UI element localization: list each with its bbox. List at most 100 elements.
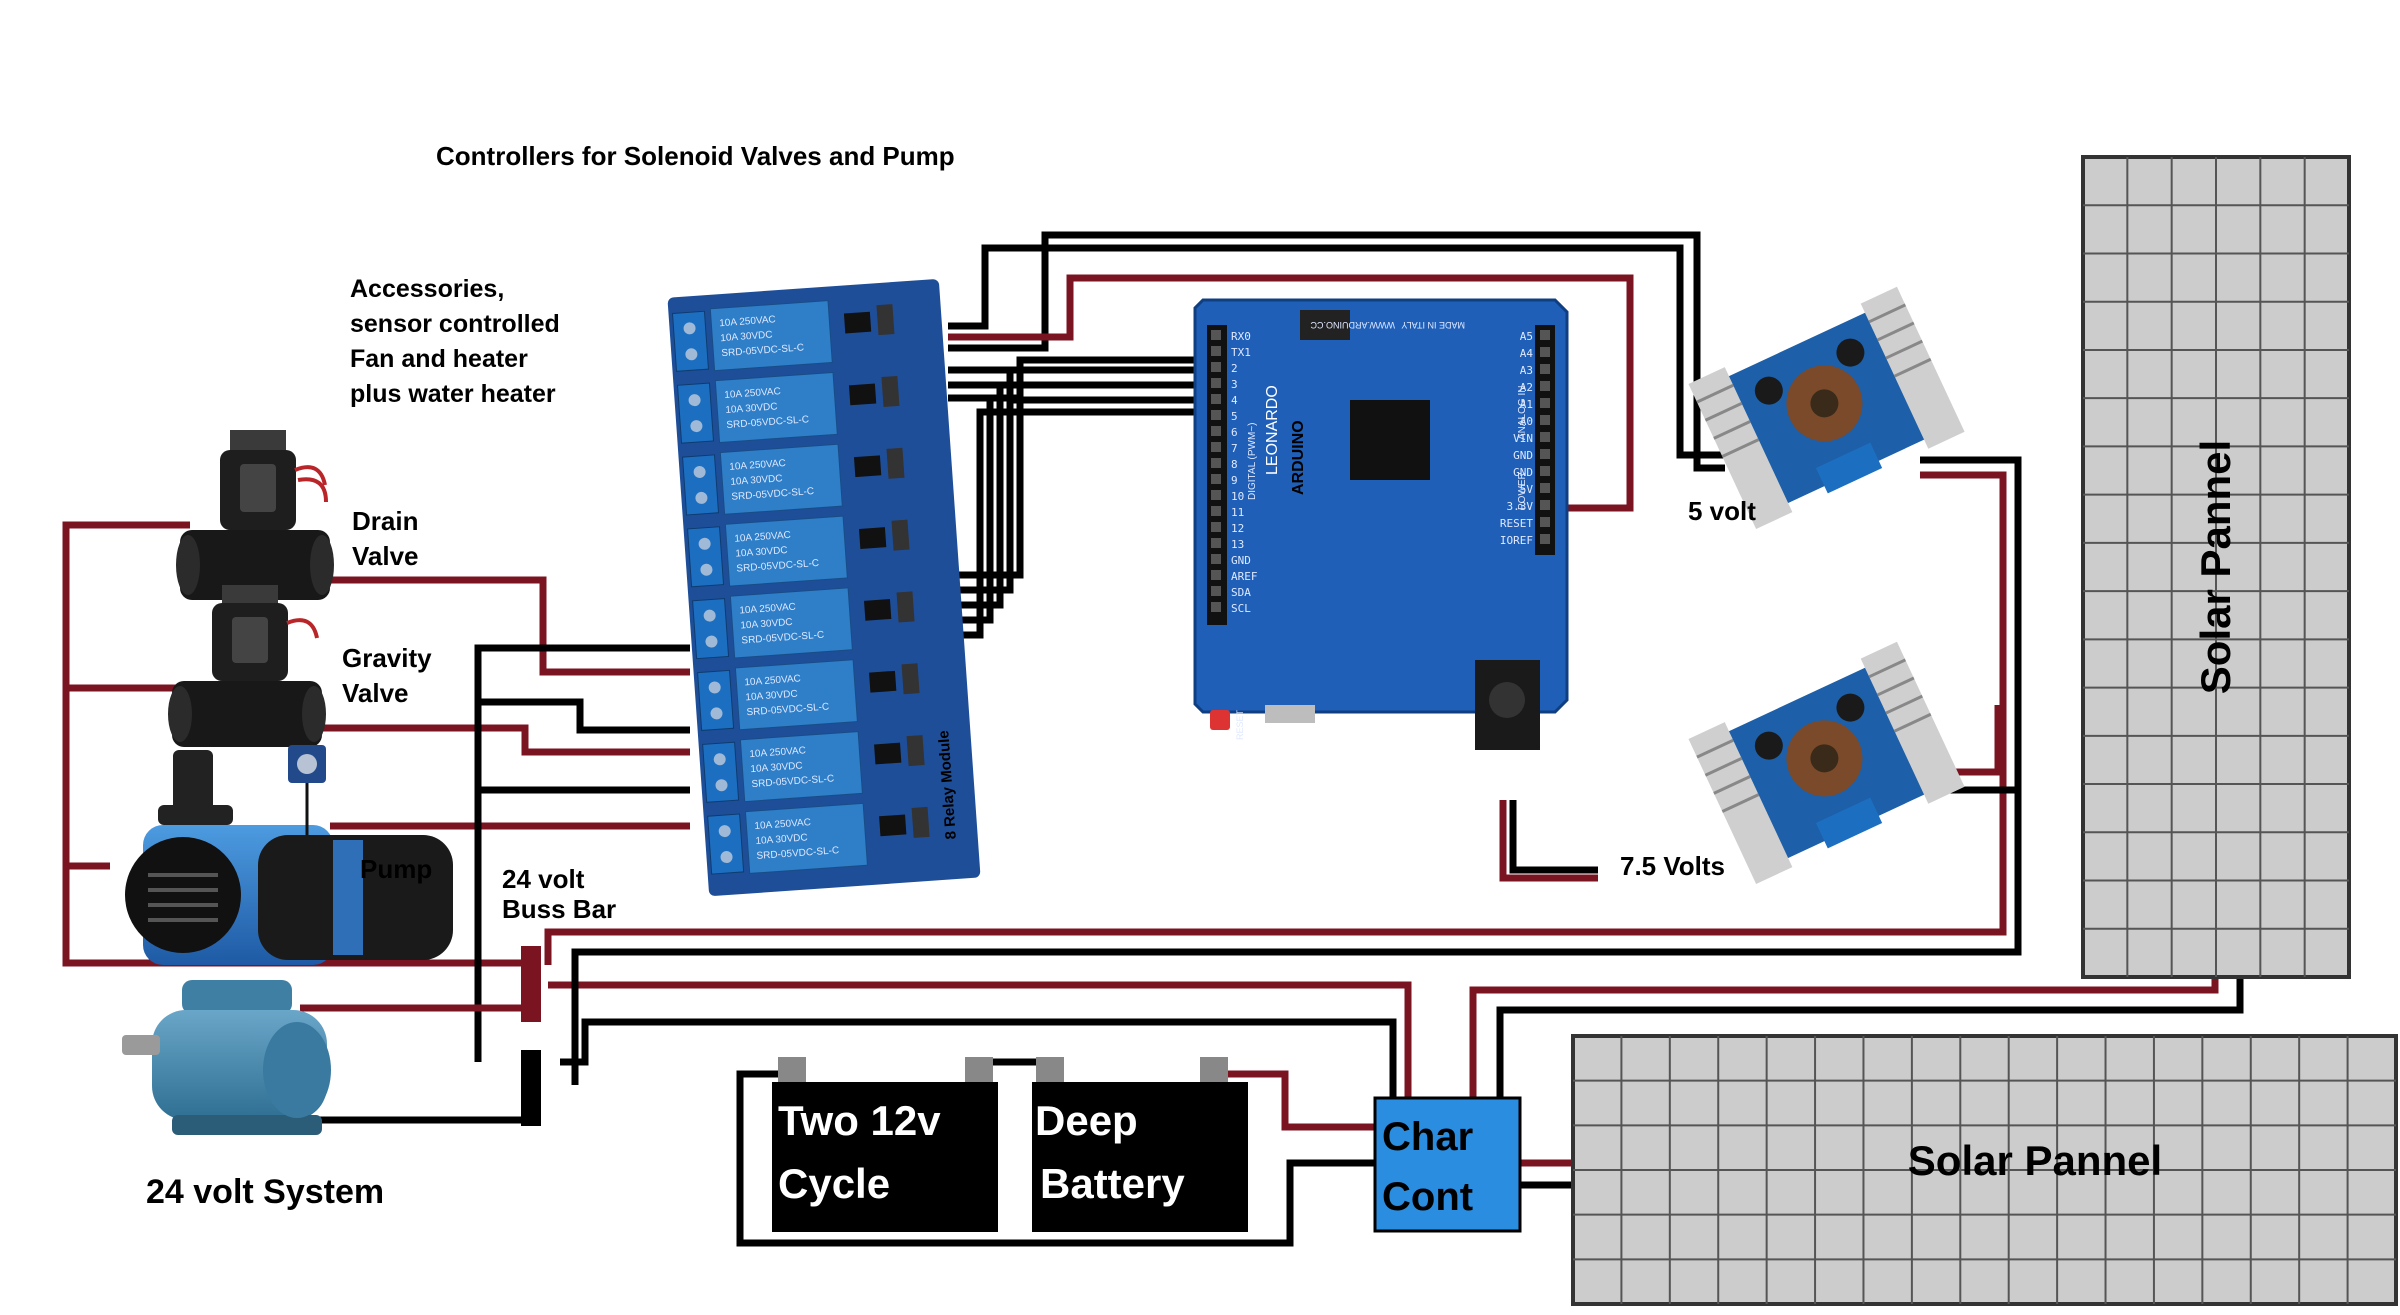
wire-drain-relay	[315, 576, 690, 676]
arduino-pin-label: RX0	[1231, 330, 1251, 343]
wire-black-relay-common-2	[478, 698, 690, 734]
relay-rating-text: 10A 30VDC	[745, 689, 798, 704]
arduino-pin-label: GND	[1231, 554, 1251, 567]
wire-black-7v5	[1509, 800, 1598, 874]
gravity-valve-image	[168, 585, 326, 747]
relay-rating-text: 10A 30VDC	[735, 545, 788, 560]
relay-rating-text: 10A 250VAC	[734, 530, 791, 545]
arduino-model: LEONARDO	[1264, 385, 1281, 475]
arduino-pin-label: 3	[1231, 378, 1238, 391]
charge-controller-line1: Char	[1382, 1115, 1473, 1159]
relay-rating-text: 10A 250VAC	[729, 458, 786, 473]
relay-rating-text: 10A 250VAC	[719, 314, 776, 329]
reset-button[interactable]	[1210, 710, 1230, 730]
wire-red-charger-solar-v	[1469, 975, 2219, 1110]
wire-gravity-relay	[305, 724, 690, 756]
relay-rating-text: 10A 30VDC	[755, 832, 808, 847]
relay-rating-text: 10A 30VDC	[730, 473, 783, 488]
wire-black-relay-gnd	[948, 244, 1725, 459]
arduino-pin-label: IOREF	[1500, 534, 1533, 547]
arduino-pin-label: SCL	[1231, 602, 1251, 615]
drain-valve-image	[176, 430, 334, 600]
wire-signal-4	[948, 370, 1014, 594]
wire-black-relay-common-1	[474, 644, 690, 1062]
buss-bar-positive	[521, 946, 541, 1022]
relay-rating-text: 10A 250VAC	[744, 673, 801, 688]
arduino-pin-label: 5	[1231, 410, 1238, 423]
arduino-made-in: MADE IN ITALY	[1401, 320, 1465, 330]
arduino-pin-label: AREF	[1231, 570, 1258, 583]
wire-red-bus-converter	[544, 471, 2007, 965]
wire-signal-7	[948, 408, 1215, 639]
arduino-pin-label: VIN	[1513, 432, 1533, 445]
relay-rating-text: 10A 30VDC	[720, 330, 773, 345]
wire-signal-8	[948, 356, 1215, 579]
relay-rating-text: 10A 250VAC	[739, 602, 796, 617]
arduino-url: WWW.ARDUINO.CC	[1310, 320, 1395, 330]
charge-controller: Char Cont	[1373, 1096, 1522, 1233]
seven-five-volts-label: 7.5 Volts	[1620, 851, 1725, 881]
air-pump-image	[122, 980, 331, 1135]
battery-left-line1: Two 12v	[778, 1097, 941, 1144]
gravity-valve-line1: Gravity	[342, 643, 432, 673]
accessories-line1: Accessories,	[350, 275, 504, 303]
arduino-pin-label: 12	[1231, 522, 1244, 535]
arduino-pin-label: A3	[1520, 364, 1533, 377]
drain-valve-line1: Drain	[352, 506, 418, 536]
wire-black-bus-converter	[571, 456, 2022, 1085]
relay-rating-text: 10A 250VAC	[724, 386, 781, 401]
arduino-pin-label: 6	[1231, 426, 1238, 439]
usb-port[interactable]	[1265, 705, 1315, 723]
solar-panel-vertical: Solar Pannel	[2081, 155, 2351, 979]
wire-black-relay-vcc	[948, 231, 1725, 472]
relay-rating-text: 10A 30VDC	[740, 617, 793, 632]
buss-bar	[521, 946, 541, 1126]
arduino-pin-label: GND	[1513, 466, 1533, 479]
arduino-pin-label: 10	[1231, 490, 1244, 503]
relay-rating-text: 10A 30VDC	[725, 401, 778, 416]
system-label: 24 volt System	[146, 1173, 384, 1211]
arduino-board: ARDUINO LEONARDO DIGITAL (PWM~) ANALOG I…	[1193, 298, 1569, 750]
wire-black-battery	[736, 1070, 1375, 1247]
wire-black-bus-charger	[560, 1018, 1397, 1110]
charge-controller-line2: Cont	[1382, 1175, 1473, 1219]
wire-red-relay-arduino	[948, 274, 1634, 512]
buss-bar-negative	[521, 1050, 541, 1126]
arduino-brand: ARDUINO	[1290, 420, 1307, 495]
diagram-title: Controllers for Solenoid Valves and Pump	[436, 141, 955, 171]
arduino-power-header: POWER	[1517, 472, 1528, 510]
five-volt-label: 5 volt	[1688, 496, 1756, 526]
pump-label: Pump	[360, 854, 432, 884]
arduino-pin-label: 3.3V	[1507, 500, 1534, 513]
arduino-pin-label: 13	[1231, 538, 1244, 551]
wire-signal-5	[948, 385, 1004, 609]
relay-rating-text: 10A 250VAC	[749, 745, 806, 760]
solar-panel-horizontal-label: Solar Pannel	[1908, 1137, 2162, 1184]
buss-bar-line1: 24 volt	[502, 864, 585, 894]
solar-panel-vertical-label: Solar Pannel	[2192, 440, 2239, 694]
arduino-pin-label: TX1	[1231, 346, 1251, 359]
arduino-pin-label: 7	[1231, 442, 1238, 455]
relay-rating-text: 10A 250VAC	[754, 817, 811, 832]
arduino-pin-label: 11	[1231, 506, 1244, 519]
wire-signal-3	[948, 394, 1215, 404]
wire-red-bus-charger	[548, 981, 1412, 1110]
arduino-pin-label: 9	[1231, 474, 1238, 487]
accessories-line2: sensor controlled	[350, 310, 560, 338]
microcontroller-chip	[1350, 400, 1430, 480]
arduino-pin-label: SDA	[1231, 586, 1251, 599]
arduino-pin-label: 4	[1231, 394, 1238, 407]
wire-black-charger-solar-v	[1496, 975, 2244, 1110]
relay-rating-text: 10A 30VDC	[750, 761, 803, 776]
arduino-pin-label: A0	[1520, 415, 1533, 428]
battery-left: Two 12v Cycle	[772, 1057, 998, 1232]
solar-panel-horizontal: Solar Pannel	[1571, 1034, 2398, 1306]
